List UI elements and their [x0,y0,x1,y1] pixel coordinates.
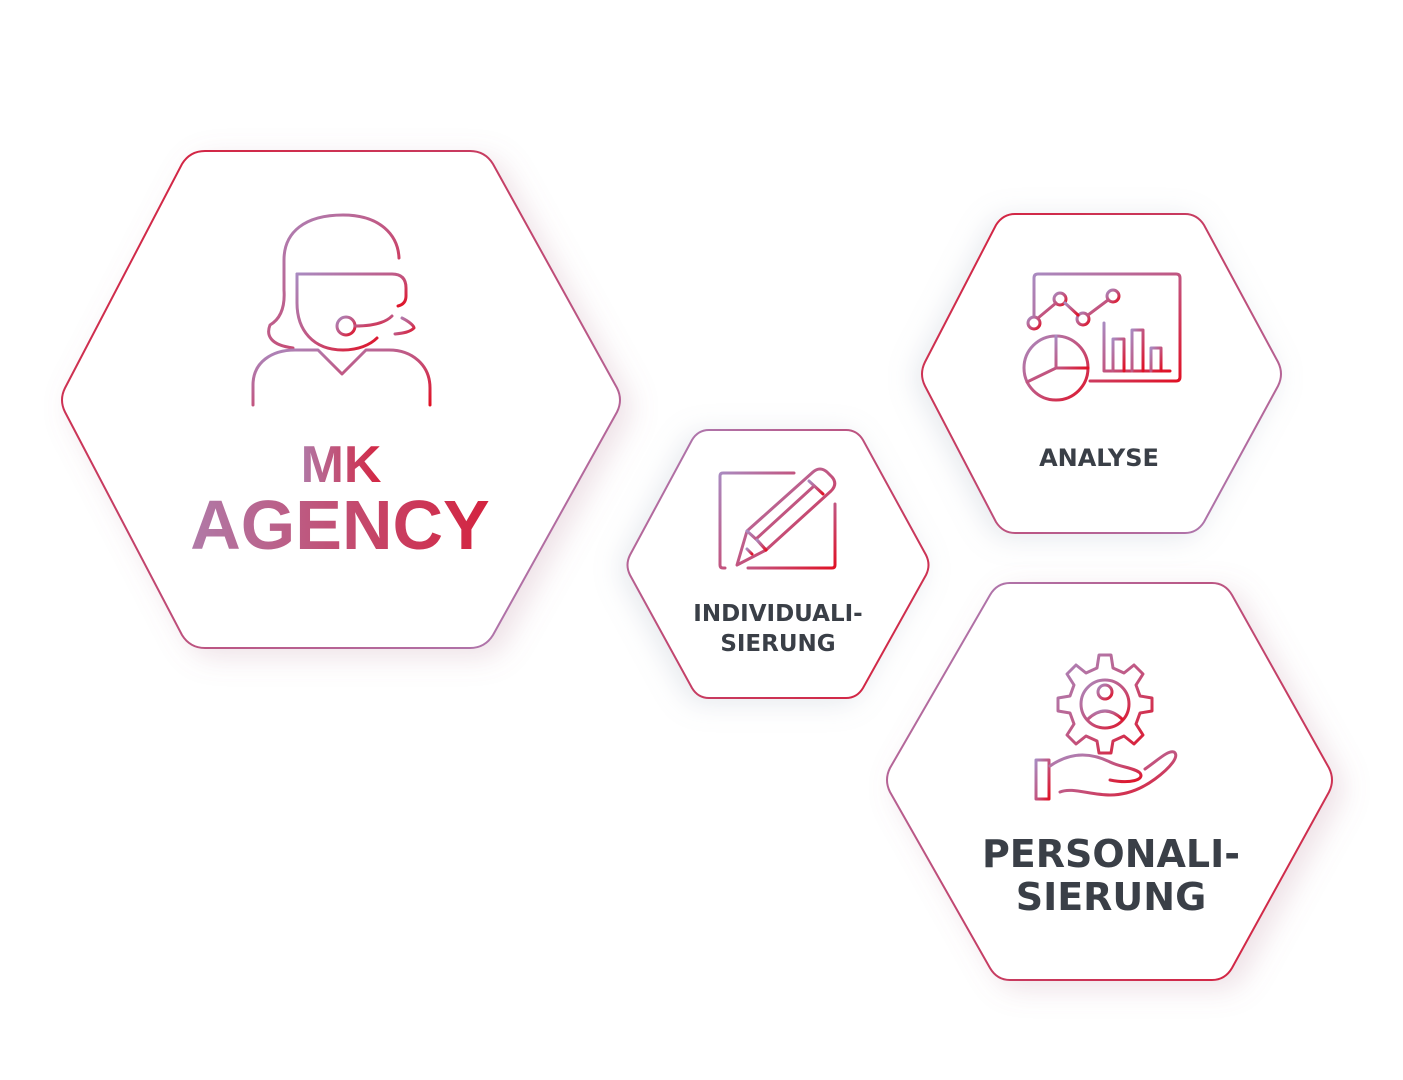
hexagon-analyse: ANALYSE [921,213,1282,534]
hexagon-brand: MK AGENCY [61,150,621,649]
label-personalisierung-line1: PERSONALI- [982,832,1240,876]
customer-support-headset-icon [251,213,432,407]
hexagon-individualisierung: INDIVIDUALI- SIERUNG [626,429,930,699]
label-analyse: ANALYSE [1039,444,1159,472]
analytics-dashboard-icon [1022,272,1182,402]
brand-name-line1: MK [301,436,382,494]
hexagon-personalisierung: PERSONALI- SIERUNG [886,582,1333,981]
label-individualisierung-line2: SIERUNG [720,631,835,657]
hand-gear-user-icon [1034,653,1178,801]
label-individualisierung-line1: INDIVIDUALI- [693,601,862,627]
label-personalisierung-line2: SIERUNG [1016,875,1207,919]
edit-pencil-window-icon [718,467,837,570]
brand-name-line2: AGENCY [190,486,489,564]
